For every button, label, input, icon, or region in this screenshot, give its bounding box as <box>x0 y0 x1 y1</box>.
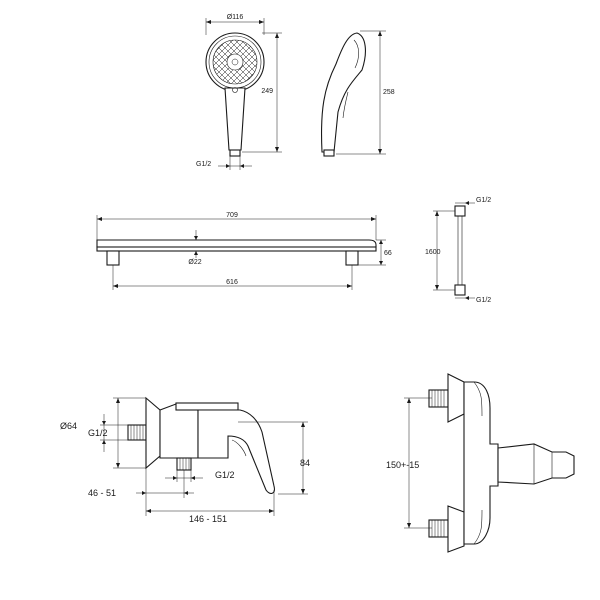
dim-hose-length: 1600 <box>425 210 455 291</box>
mixer-top-inlet-upper <box>428 373 465 423</box>
dim-handshower-side-height: 258 <box>336 30 395 155</box>
dim-bar-centers: 616 <box>112 265 353 290</box>
dim-mixer-flange: Ø64 <box>60 397 146 469</box>
mixer-top-lever <box>497 443 575 485</box>
handshower-handle-front <box>224 87 246 157</box>
dim-hose-top: G1/2 <box>455 197 491 205</box>
mixer-inlet-connection-label: G1/2 <box>88 428 108 438</box>
mixer-flange-diameter-label: Ø64 <box>60 421 77 431</box>
handshower-height-label: 249 <box>261 88 273 95</box>
dim-mixer-inlet-centers: 150+-15 <box>386 397 432 529</box>
mixer-height-label: 84 <box>300 458 310 468</box>
hose-top-connection-label: G1/2 <box>476 197 491 204</box>
mixer-outlet-connection-label: G1/2 <box>215 470 235 480</box>
mixer-top-view: 150+-15 <box>386 373 575 553</box>
mixer-inlet-depth-label: 46 - 51 <box>88 488 116 498</box>
bar-depth-label: 66 <box>384 250 392 257</box>
mixer-side-view: Ø64 G1/2 G1/2 84 <box>60 396 310 524</box>
mixer-outlet-thread <box>176 457 192 471</box>
dim-bar-depth: 66 <box>358 239 392 266</box>
handshower-side-view: 258 <box>320 30 395 157</box>
mixer-inlet-thread <box>127 424 147 441</box>
dim-mixer-inlet: G1/2 <box>88 414 128 452</box>
dim-handshower-connection: G1/2 <box>196 154 252 170</box>
handshower-connection-label: G1/2 <box>196 161 211 168</box>
dim-handshower-height: 249 <box>242 32 282 153</box>
mixer-inlet-centers-label: 150+-15 <box>386 460 419 470</box>
shower-hose-view: G1/2 1600 G1/2 <box>425 197 491 304</box>
hose-length-label: 1600 <box>425 249 441 256</box>
handshower-side-height-label: 258 <box>383 89 395 96</box>
mixer-top-inlet-lower <box>428 505 465 553</box>
dim-mixer-total-depth: 146 - 151 <box>145 490 275 524</box>
mixer-total-depth-label: 146 - 151 <box>189 514 227 524</box>
mixer-top-body <box>463 381 499 545</box>
mixer-flange <box>145 396 161 470</box>
handshower-front-view: Ø116 249 G1/2 <box>196 14 282 170</box>
mixer-body <box>159 403 199 459</box>
slide-bar-view: 709 Ø22 616 66 <box>96 212 392 290</box>
dim-hose-bottom: G1/2 <box>455 296 491 304</box>
handshower-diameter-label: Ø116 <box>227 14 244 21</box>
dim-mixer-height: 84 <box>238 421 310 495</box>
dim-bar-tube: Ø22 <box>188 230 202 266</box>
bar-length-label: 709 <box>226 212 238 219</box>
hose-bottom-connection-label: G1/2 <box>476 297 491 304</box>
dim-bar-length: 709 <box>96 212 377 240</box>
dim-handshower-diameter: Ø116 <box>205 14 265 35</box>
slide-bar-body <box>96 239 377 266</box>
bar-centers-label: 616 <box>226 279 238 286</box>
mixer-lever <box>197 409 275 495</box>
bar-tube-diameter-label: Ø22 <box>188 259 201 266</box>
dim-mixer-outlet: G1/2 <box>165 470 235 482</box>
dim-mixer-inlet-depth: 46 - 51 <box>88 468 194 498</box>
handshower-head-front <box>205 32 265 92</box>
